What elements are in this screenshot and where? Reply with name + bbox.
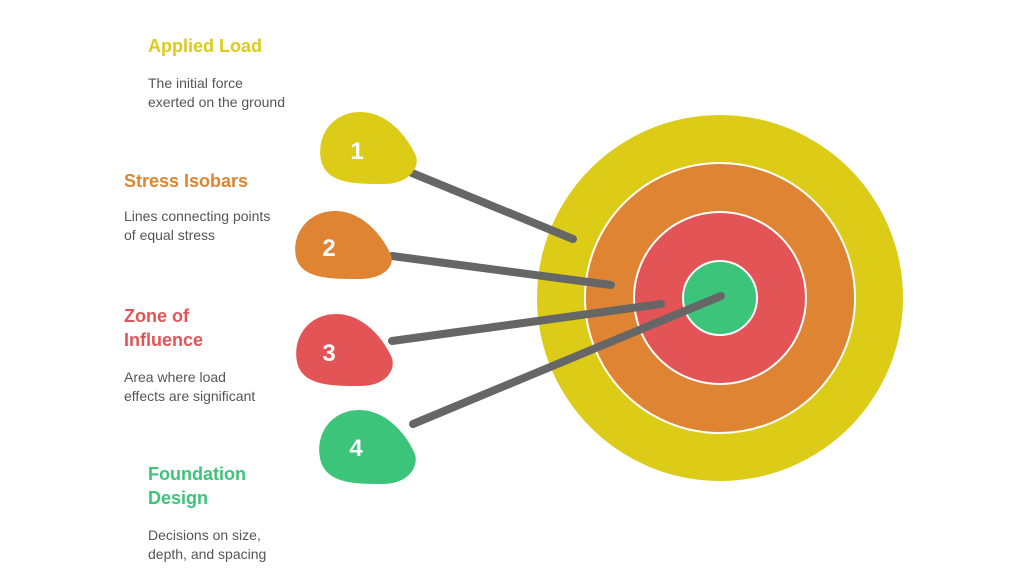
label-foundation-design: Foundation Design Decisions on size, dep…	[148, 462, 298, 564]
title-zone-of-influence: Zone of Influence	[124, 306, 204, 350]
description-stress-isobars: Lines connecting points of equal stress	[124, 208, 271, 243]
label-applied-load: Applied Load The initial force exerted o…	[148, 34, 288, 112]
pin-number-3: 3	[322, 340, 335, 367]
pin-marker-3: 3	[296, 314, 393, 386]
pin-marker-4: 4	[319, 410, 416, 484]
description-applied-load: The initial force exerted on the ground	[148, 75, 285, 110]
pin-number-1: 1	[350, 138, 363, 165]
pin-marker-1: 1	[320, 112, 417, 184]
title-stress-isobars: Stress Isobars	[124, 171, 249, 191]
arrow-line-2	[388, 252, 615, 289]
pin-marker-2: 2	[295, 211, 392, 279]
arrow-lines	[388, 169, 725, 428]
label-zone-of-influence: Zone of Influence Area where load effect…	[124, 304, 264, 406]
title-foundation-design: Foundation Design	[148, 464, 246, 508]
arrow-line-3	[388, 300, 665, 345]
arrow-line-1	[408, 169, 577, 243]
arrow-line-4	[409, 292, 725, 428]
pin-number-4: 4	[349, 435, 363, 462]
pin-number-2: 2	[322, 235, 335, 262]
label-stress-isobars: Stress Isobars Lines connecting points o…	[124, 169, 274, 245]
description-foundation-design: Decisions on size, depth, and spacing	[148, 527, 267, 562]
title-applied-load: Applied Load	[148, 36, 262, 56]
description-zone-of-influence: Area where load effects are significant	[124, 369, 256, 404]
